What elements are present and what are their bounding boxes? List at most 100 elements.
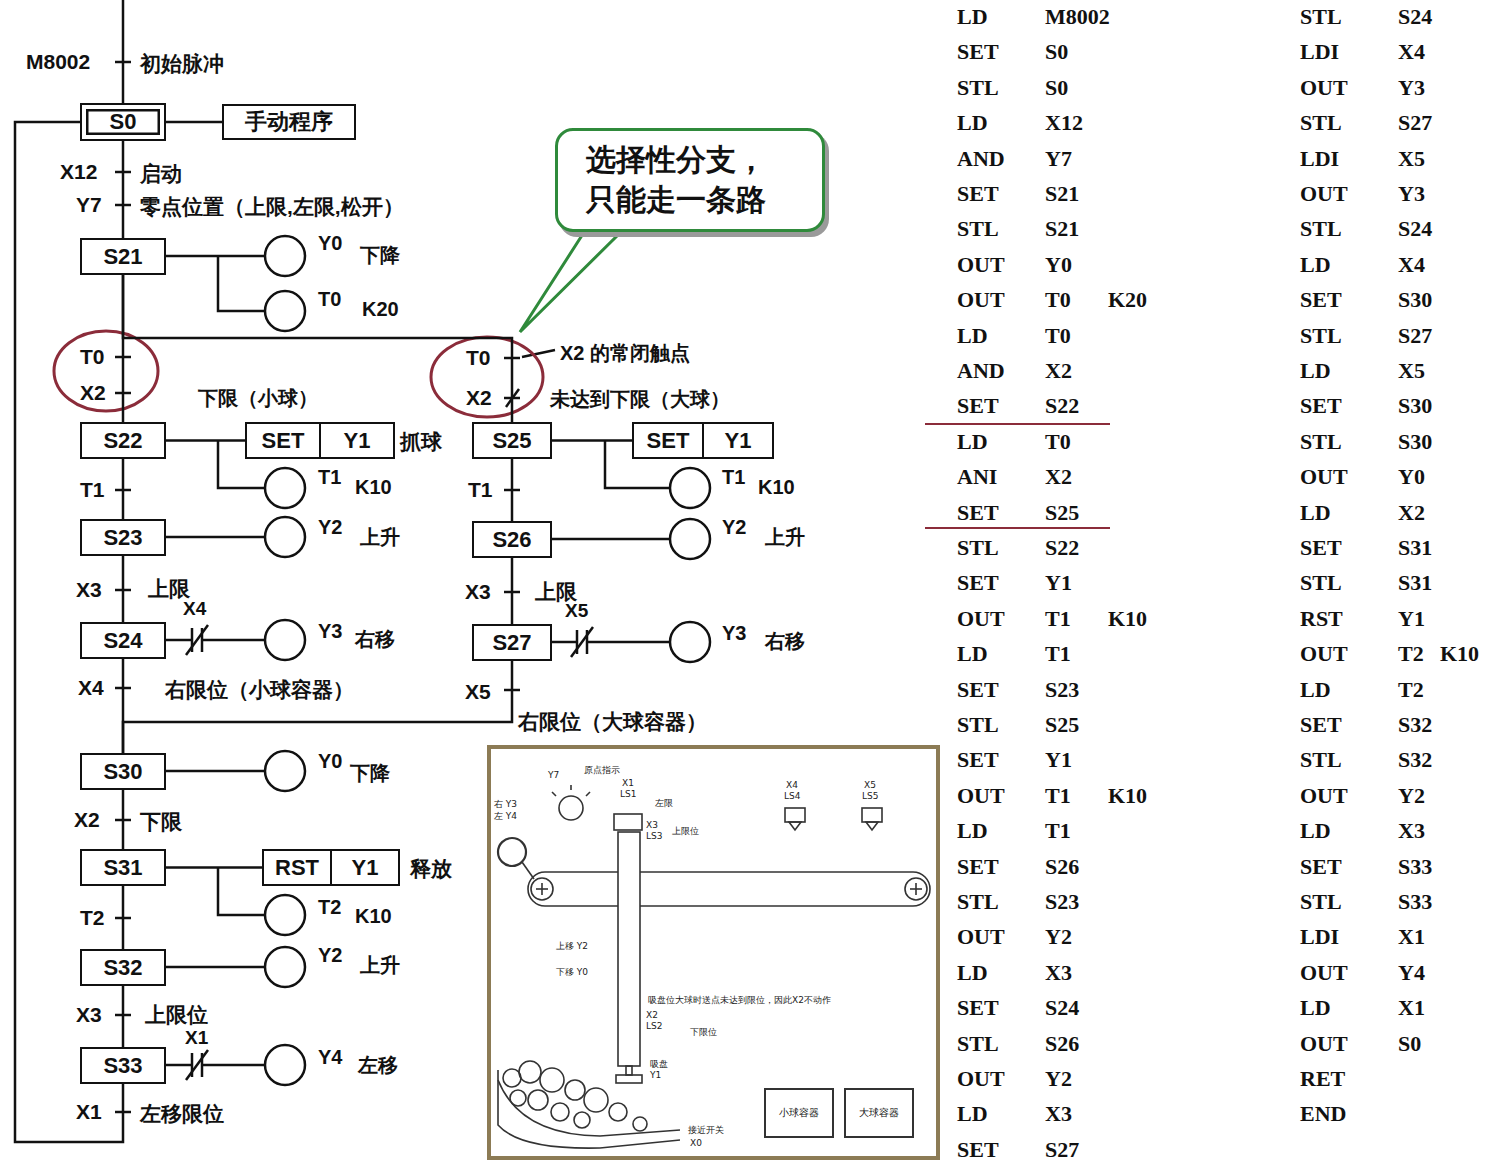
instruction-text: S24	[1398, 4, 1432, 30]
instruction-text: S30	[1398, 429, 1432, 455]
node-text: RST	[264, 851, 332, 884]
sfc-line	[166, 121, 222, 124]
instruction-text: LD	[1300, 995, 1331, 1021]
instruction-text: LD	[1300, 818, 1331, 844]
instruction-text: Y2	[1045, 1066, 1072, 1092]
step-box: S27	[472, 624, 552, 661]
transition-label: 未达到下限（大球）	[550, 386, 730, 413]
illustration-label: X3	[646, 820, 658, 830]
callout-bubble: 选择性分支， 只能走一条路	[555, 128, 825, 232]
sfc-line	[122, 790, 125, 849]
sfc-link	[166, 440, 245, 441]
illustration-label: X4	[786, 780, 798, 790]
instruction-text: Y3	[1398, 181, 1425, 207]
instruction-text: Y2	[1398, 783, 1425, 809]
sfc-line	[122, 141, 125, 238]
transition-label: 启动	[140, 160, 182, 188]
transition-label: X5	[465, 680, 491, 704]
instruction-text: S33	[1398, 889, 1432, 915]
instruction-text: AND	[957, 146, 1005, 172]
transition-label: X4	[78, 676, 104, 700]
instruction-text: LD	[957, 429, 988, 455]
transition-label: 左移限位	[140, 1100, 224, 1128]
illustration-label: 左 Y4	[494, 810, 517, 823]
instruction-text: SET	[1300, 535, 1342, 561]
transition-label: Y0	[318, 750, 342, 773]
instruction-text: STL	[1300, 4, 1342, 30]
transition-label: Y4	[318, 1046, 342, 1069]
transition-label: M8002	[26, 50, 90, 74]
instruction-text: S25	[1045, 712, 1079, 738]
illustration-label: LS1	[620, 789, 636, 799]
instruction-text: T0	[1045, 429, 1071, 455]
illustration-label: LS3	[646, 831, 662, 841]
instruction-text: Y0	[1045, 252, 1072, 278]
instruction-text: STL	[1300, 570, 1342, 596]
instruction-text: STL	[1300, 216, 1342, 242]
transition-label: X2	[80, 381, 106, 405]
transition-label: 下限（小球）	[198, 385, 318, 412]
instruction-text: S0	[1045, 39, 1068, 65]
step-box: S24	[80, 622, 166, 659]
illustration-label: 上移 Y2	[556, 940, 588, 953]
illustration-label: X0	[690, 1138, 702, 1148]
transition-label: Y0	[318, 232, 342, 255]
instruction-text: S22	[1045, 535, 1079, 561]
instruction-text: X5	[1398, 146, 1425, 172]
instruction-text: LD	[1300, 358, 1331, 384]
instruction-text: OUT	[957, 1066, 1005, 1092]
transition-label: T0	[318, 288, 341, 311]
instruction-text: LDI	[1300, 39, 1339, 65]
transition-label: Y3	[722, 622, 746, 645]
transition-label: 上升	[360, 524, 400, 551]
instruction-text: T1	[1045, 641, 1071, 667]
instruction-text: SET	[957, 854, 999, 880]
instruction-text: Y1	[1398, 606, 1425, 632]
illustration-label: Y1	[650, 1070, 661, 1080]
step-box: S32	[80, 949, 166, 986]
illustration-label: Y7	[548, 770, 559, 780]
node-text: S24	[97, 628, 148, 654]
initial-step: S0	[80, 103, 166, 141]
transition-label: X3	[465, 580, 491, 604]
node-text: SET	[634, 424, 704, 457]
sfc-line	[122, 886, 125, 949]
instruction-text: Y7	[1045, 146, 1072, 172]
instruction-text: STL	[957, 535, 999, 561]
transition-label: Y3	[318, 620, 342, 643]
transition-label: 右限位（大球容器）	[518, 708, 707, 736]
transition-label: 下限	[140, 808, 182, 836]
instruction-text: STL	[1300, 429, 1342, 455]
transition-label: Y7	[76, 193, 102, 217]
instruction-text: S30	[1398, 393, 1432, 419]
instruction-text: SET	[957, 39, 999, 65]
instruction-text: STL	[1300, 747, 1342, 773]
illustration-label: LS4	[784, 791, 800, 801]
transition-label: T0	[466, 346, 491, 370]
action-box: SETY1	[632, 422, 774, 459]
transition-label: K10	[758, 476, 795, 499]
transition-label: 下降	[360, 242, 400, 269]
node-text: S33	[97, 1053, 148, 1079]
sfc-line	[552, 439, 632, 442]
step-box: S22	[80, 422, 166, 459]
node-text: S31	[97, 855, 148, 881]
transition-label: T1	[318, 466, 341, 489]
instruction-text: T1	[1045, 783, 1071, 809]
instruction-text: Y3	[1398, 75, 1425, 101]
sfc-link	[123, 141, 124, 238]
sfc-line	[122, 459, 125, 519]
instruction-text: K10	[1440, 641, 1479, 667]
instruction-text: X5	[1398, 358, 1425, 384]
transition-label: X2	[74, 808, 100, 832]
instruction-text: X2	[1398, 500, 1425, 526]
instruction-text: X1	[1398, 995, 1425, 1021]
step-box: S30	[80, 753, 166, 790]
sfc-line	[511, 558, 514, 624]
instruction-text: STL	[957, 216, 999, 242]
action-box: RSTY1	[262, 849, 400, 886]
transition-label: X1	[76, 1100, 102, 1124]
instruction-text: RST	[1300, 606, 1343, 632]
transition-label: Y2	[722, 516, 746, 539]
instruction-text: STL	[957, 1031, 999, 1057]
